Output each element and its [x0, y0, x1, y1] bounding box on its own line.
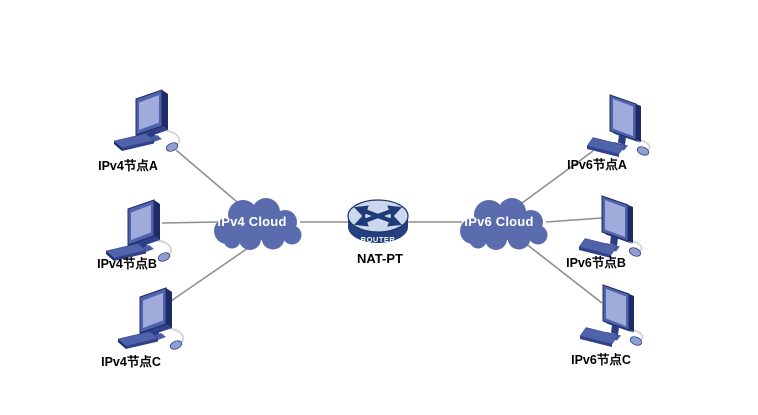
link-ipv4c-cloud	[170, 247, 249, 302]
pc-icon-ipv4-node-a	[113, 89, 181, 154]
node-label-ipv4-a: IPv4节点A	[98, 159, 158, 173]
node-label-ipv4-b: IPv4节点B	[97, 257, 157, 271]
pc-icon-ipv6-node-c	[579, 284, 645, 348]
connection-lines	[161, 149, 603, 304]
pc-icon-ipv6-node-b	[578, 195, 644, 259]
router-name-label: NAT-PT	[357, 251, 403, 266]
link-ipv4a-cloud	[175, 149, 244, 208]
link-ipv6cloud-ipv6a	[521, 150, 594, 204]
link-ipv6cloud-ipv6b	[545, 217, 603, 223]
pc-icon-ipv4-node-b	[105, 199, 173, 264]
node-label-ipv4-c: IPv4节点C	[101, 355, 161, 369]
link-ipv4b-cloud	[161, 221, 219, 224]
ipv4-cloud-label: IPv4 Cloud	[217, 214, 287, 229]
node-label-ipv6-a: IPv6节点A	[567, 158, 627, 172]
pc-icon-ipv6-node-a	[586, 94, 652, 158]
node-label-ipv6-c: IPv6节点C	[571, 353, 631, 367]
router-device-label: ROUTER	[360, 235, 396, 244]
node-label-ipv6-b: IPv6节点B	[566, 256, 626, 270]
ipv6-cloud-label: IPv6 Cloud	[464, 214, 534, 229]
pc-icon-ipv4-node-c	[117, 287, 185, 352]
link-ipv6cloud-ipv6c	[524, 242, 603, 304]
